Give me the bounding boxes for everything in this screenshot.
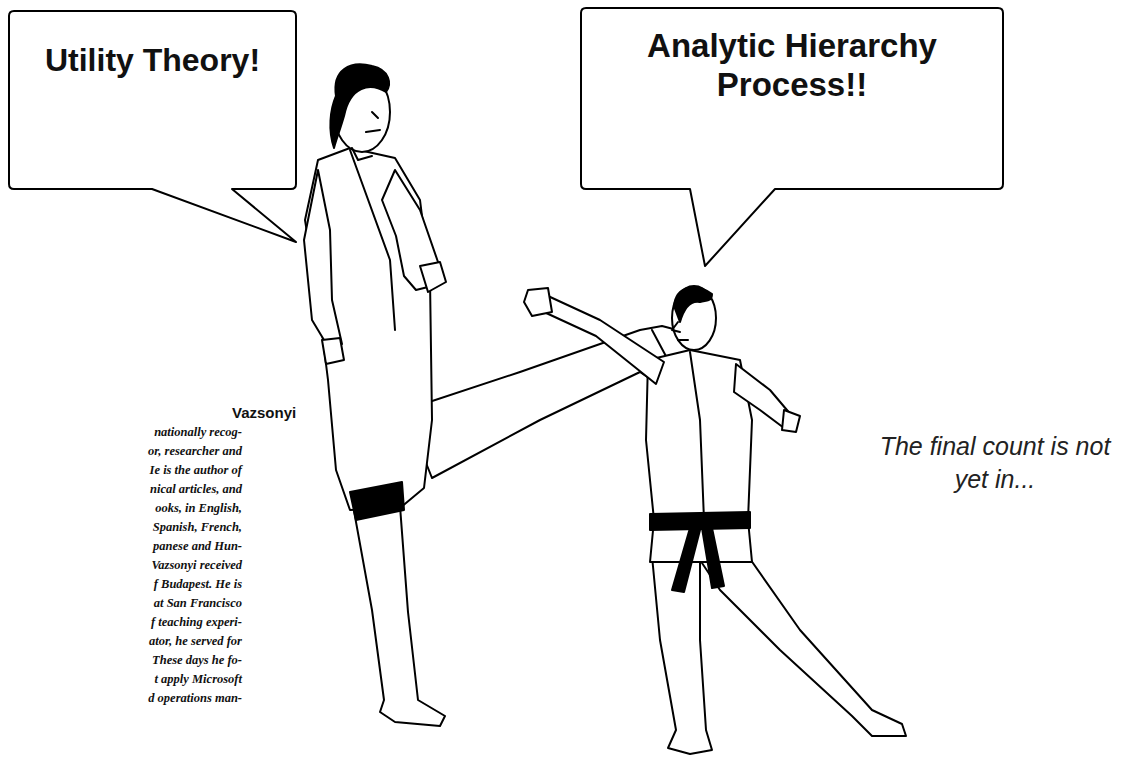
bio-line: ooks, in English, <box>4 501 242 516</box>
bio-line: f teaching experi- <box>4 615 242 630</box>
hair <box>330 64 389 148</box>
bio-line: nationally recog- <box>4 425 242 440</box>
bio-line: t apply Microsoft <box>4 672 242 687</box>
face <box>672 322 688 340</box>
front-leg <box>700 556 906 736</box>
bio-line: Spanish, French, <box>4 520 242 535</box>
back-arm <box>304 170 342 350</box>
bubble-text: Utility Theory! <box>23 42 283 79</box>
bio-line: d operations man- <box>4 691 242 706</box>
bubble-outline <box>8 10 297 190</box>
author-name: Vazsonyi <box>232 404 296 421</box>
head <box>672 286 716 350</box>
bio-line: nical articles, and <box>4 482 242 497</box>
neck <box>352 148 372 160</box>
speech-bubble: Analytic Hierarchy Process!! <box>580 7 1004 190</box>
jacket-fold <box>690 352 704 520</box>
hair <box>674 287 712 322</box>
fist <box>524 288 552 316</box>
fist <box>420 262 446 292</box>
bubble-path <box>9 11 296 242</box>
face <box>366 112 380 132</box>
belt-ends <box>672 528 724 592</box>
bio-line: ator, he served for <box>4 634 242 649</box>
bubble-path <box>581 8 1003 266</box>
speech-bubble: Utility Theory! <box>8 10 297 190</box>
bio-line: Vazsonyi received <box>4 558 242 573</box>
bio-line: at San Francisco <box>4 596 242 611</box>
bio-line: Ie is the author of <box>4 463 242 478</box>
caption-note: The final count is not yet in... <box>872 430 1118 495</box>
bio-line: panese and Hun- <box>4 539 242 554</box>
standing-leg <box>352 500 445 726</box>
black-belt <box>650 512 750 530</box>
fist <box>322 338 344 364</box>
fist <box>782 410 800 432</box>
bio-line: These days he fo- <box>4 653 242 668</box>
bubble-text: Analytic Hierarchy Process!! <box>622 27 962 104</box>
punching-arm <box>544 296 664 384</box>
bio-line: f Budapest. He is <box>4 577 242 592</box>
black-shorts <box>350 482 404 520</box>
jacket-fold <box>350 150 395 330</box>
bio-line: or, researcher and <box>4 444 242 459</box>
